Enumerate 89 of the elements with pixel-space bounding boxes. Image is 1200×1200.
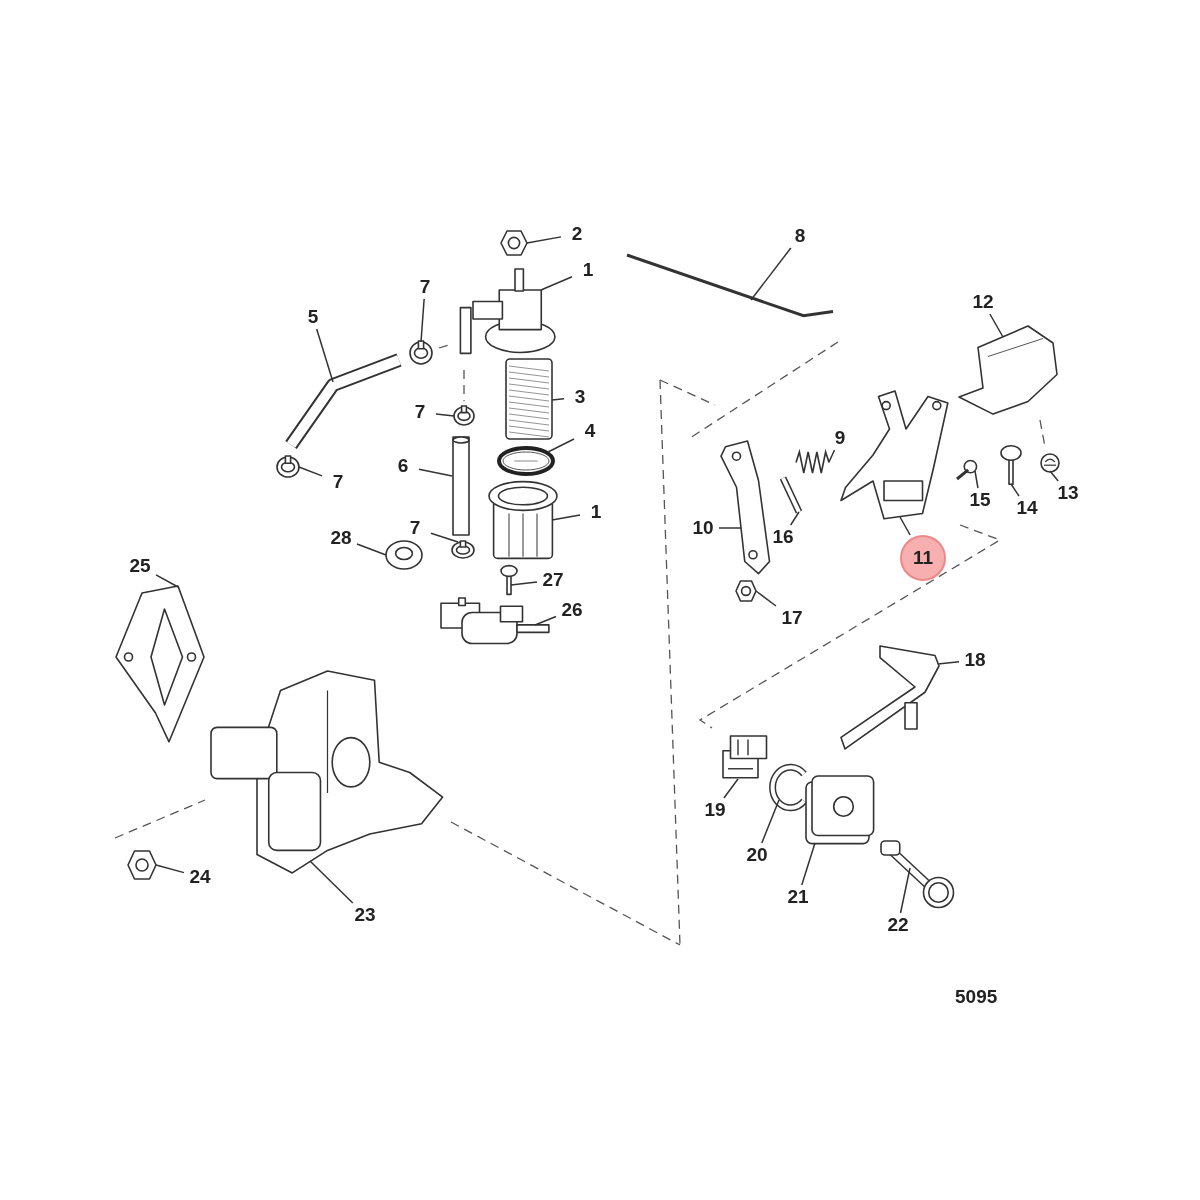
leader-line (1049, 470, 1059, 482)
leader-line (718, 527, 742, 529)
leader-line (551, 514, 581, 521)
pin-drawing (780, 475, 802, 515)
callout-number: 4 (574, 419, 606, 443)
nut-drawing (735, 580, 757, 602)
leader-line (510, 581, 538, 586)
screw-drawing (955, 460, 977, 482)
bracket-drawing (805, 775, 875, 845)
callout-number: 23 (349, 903, 381, 927)
hose-clamp-drawing (408, 340, 434, 366)
callout-number: 9 (824, 426, 856, 450)
figure-number: 5095 (955, 986, 998, 1008)
leader-line (540, 276, 573, 291)
callout-number: 12 (967, 290, 999, 314)
leader-line (420, 298, 425, 343)
callout-number: 22 (882, 913, 914, 937)
callout-number: 20 (741, 843, 773, 867)
callout-number: 7 (399, 516, 431, 540)
nut-drawing (127, 850, 157, 880)
leader-line (828, 449, 836, 463)
callout-number: 7 (322, 470, 354, 494)
callout-number: 5 (297, 305, 329, 329)
tube-drawing (452, 436, 470, 536)
callout-number: 16 (767, 525, 799, 549)
callout-number: 17 (776, 606, 808, 630)
leader-line (526, 236, 562, 244)
callout-number: 25 (124, 554, 156, 578)
leader-line (435, 413, 455, 417)
callout-number: 7 (404, 400, 436, 424)
callout-number: 24 (184, 865, 216, 889)
leader-line (418, 468, 453, 477)
callout-number: 27 (537, 568, 569, 592)
leader-line (356, 543, 387, 556)
screw-drawing (1000, 445, 1022, 485)
leader-line (547, 438, 575, 453)
filter-bowl-drawing (488, 480, 558, 560)
callout-number: 26 (556, 598, 588, 622)
leader-line (309, 860, 354, 904)
seal-drawing (385, 540, 423, 570)
leader-line (155, 574, 179, 588)
hose-clamp-drawing (452, 405, 476, 427)
carburetor-drawing (210, 670, 445, 875)
callout-number: 1 (580, 500, 612, 524)
callout-number: 18 (959, 648, 991, 672)
leader-line (155, 864, 185, 874)
leader-line (974, 470, 979, 489)
highlighted-callout-number: 11 (900, 535, 946, 581)
hose-clamp-drawing (275, 455, 301, 479)
callout-number: 13 (1052, 481, 1084, 505)
callout-number: 21 (782, 885, 814, 909)
cap-drawing (1038, 452, 1062, 474)
callout-number: 28 (325, 526, 357, 550)
leader-line (937, 661, 960, 665)
callout-number: 8 (784, 224, 816, 248)
knob-drawing (880, 840, 955, 910)
leader-line (723, 778, 739, 799)
leader-line (899, 867, 911, 914)
callout-number: 1 (572, 258, 604, 282)
nut-drawing (500, 230, 528, 256)
leader-line (989, 313, 1004, 338)
leader-line (534, 615, 557, 626)
leader-line (430, 532, 459, 543)
callout-number: 2 (561, 222, 593, 246)
leader-line (750, 247, 792, 301)
screw-drawing (500, 565, 518, 595)
leader-line (899, 516, 911, 536)
lever-drawing (840, 645, 940, 750)
leader-line (298, 466, 323, 477)
cover-drawing (958, 325, 1058, 415)
callout-number: 15 (964, 488, 996, 512)
callout-number: 10 (687, 516, 719, 540)
leader-line (315, 328, 334, 383)
callout-number: 7 (409, 275, 441, 299)
gasket-drawing (115, 585, 205, 745)
spring-drawing (795, 450, 830, 475)
o-ring-drawing (497, 446, 555, 476)
leader-line (761, 799, 780, 844)
hose-clamp-drawing (450, 540, 476, 560)
callout-number: 14 (1011, 496, 1043, 520)
leader-line (789, 511, 800, 526)
callout-number: 3 (564, 385, 596, 409)
filter-screen-drawing (505, 358, 553, 440)
callout-number: 19 (699, 798, 731, 822)
callout-number: 6 (387, 454, 419, 478)
leader-line (1010, 483, 1020, 497)
leader-line (755, 590, 777, 607)
leader-line (551, 397, 565, 401)
leader-line (801, 842, 816, 886)
